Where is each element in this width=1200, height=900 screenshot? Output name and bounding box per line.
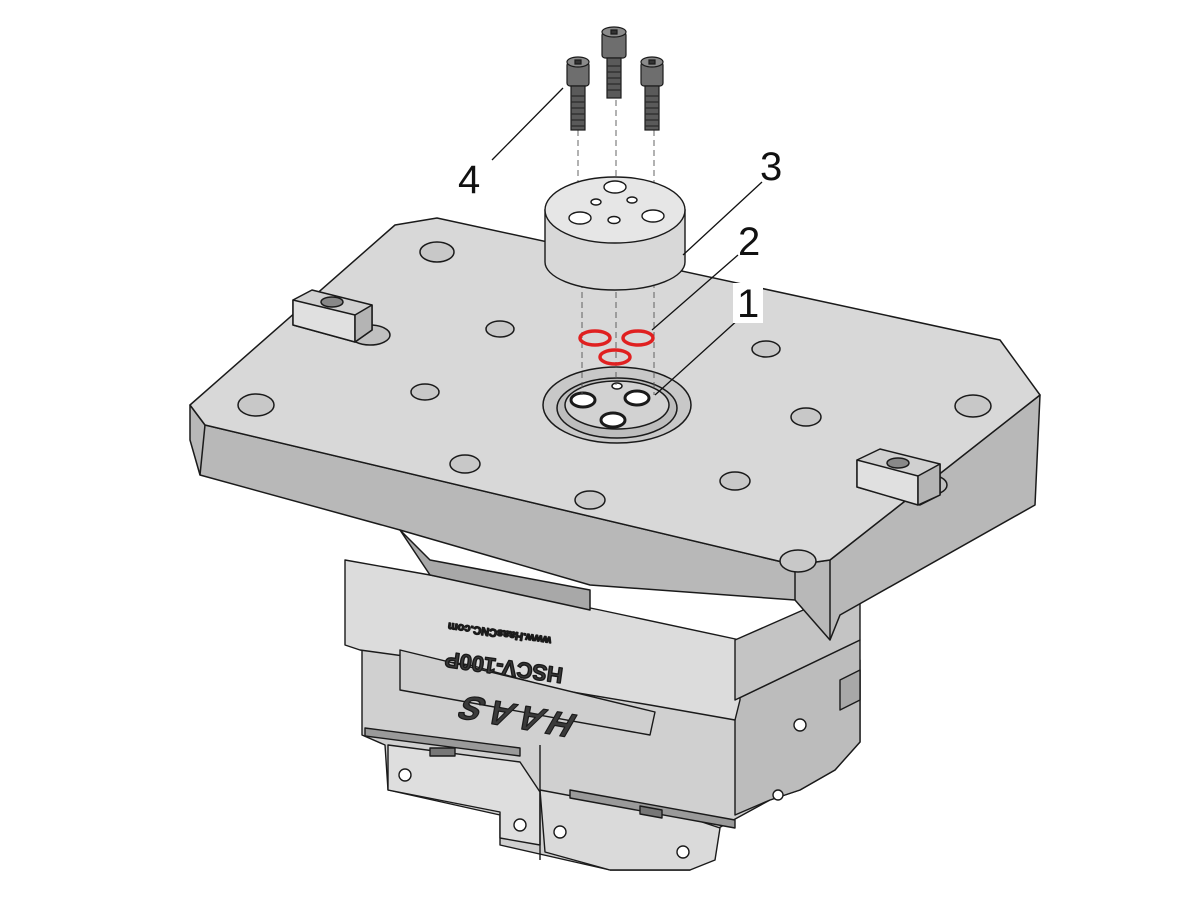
jaw-serration-left (364, 727, 521, 757)
plate-hole (485, 320, 515, 338)
body-hole-1 (398, 768, 412, 782)
body-hole-2 (513, 818, 527, 832)
plate-hole (410, 383, 440, 401)
socket-screw-icon (320, 296, 344, 308)
cap-screw-left (566, 56, 590, 131)
plate-hole (237, 393, 275, 417)
jaw-teeth-right (639, 805, 663, 819)
cap-screw-right (640, 56, 664, 131)
locating-block-left (292, 289, 391, 346)
receiver-puck (544, 176, 686, 291)
puck-hole-counterbore-right (641, 209, 665, 223)
callout-1: 1 (737, 282, 759, 326)
leader-2 (651, 254, 739, 331)
cap-screw-center (601, 26, 627, 99)
puck-hole-counterbore-left (568, 211, 592, 225)
cap-screws (566, 26, 664, 131)
socket-screw-icon (886, 457, 910, 469)
jaw-teeth-left (429, 747, 456, 757)
o-ring-right (621, 329, 655, 347)
plate-hole (779, 549, 817, 573)
callout-3: 3 (760, 145, 782, 189)
leader-4 (491, 87, 564, 161)
plate-hole (719, 471, 751, 491)
leader-1 (654, 317, 741, 396)
plate-holes (237, 241, 992, 573)
plate-hole (449, 454, 481, 474)
body-hole-4 (676, 845, 690, 859)
receiver-housing: HSCV-100P www.HaasCNC.com HAAS (344, 559, 861, 744)
puck-port (590, 198, 602, 206)
puck-port (626, 196, 638, 204)
o-ring-center (598, 348, 632, 366)
puck-hole-counterbore-top (603, 180, 627, 194)
callout-4: 4 (458, 158, 480, 202)
plate-underside (399, 529, 591, 611)
port-hole-a (569, 391, 597, 409)
pin-hole (611, 382, 623, 390)
o-ring-left (578, 329, 612, 347)
pallet-plate (189, 217, 1041, 641)
port-hole-c (599, 411, 627, 429)
body-hole-3 (553, 825, 567, 839)
callout-1-bg (733, 283, 763, 323)
body-hole-6 (772, 789, 784, 801)
assembly-axis-lines (577, 100, 655, 395)
plate-hole (574, 490, 606, 510)
callout-leaders (491, 87, 763, 396)
left-jaw (387, 744, 541, 846)
vise-right-notch (839, 669, 861, 711)
locating-block-right (856, 448, 948, 506)
receiver-pocket (542, 366, 692, 444)
callout-2: 2 (738, 220, 760, 264)
puck-port (607, 215, 621, 225)
plate-hole (790, 407, 822, 427)
o-rings (578, 329, 655, 366)
port-hole-b (623, 389, 651, 407)
plate-hole (419, 241, 455, 263)
body-hole-5 (793, 718, 807, 732)
puck-top (544, 176, 686, 244)
plate-hole (954, 394, 992, 418)
housing-lip (399, 649, 656, 736)
leader-3 (682, 181, 763, 256)
plate-hole (751, 340, 781, 358)
